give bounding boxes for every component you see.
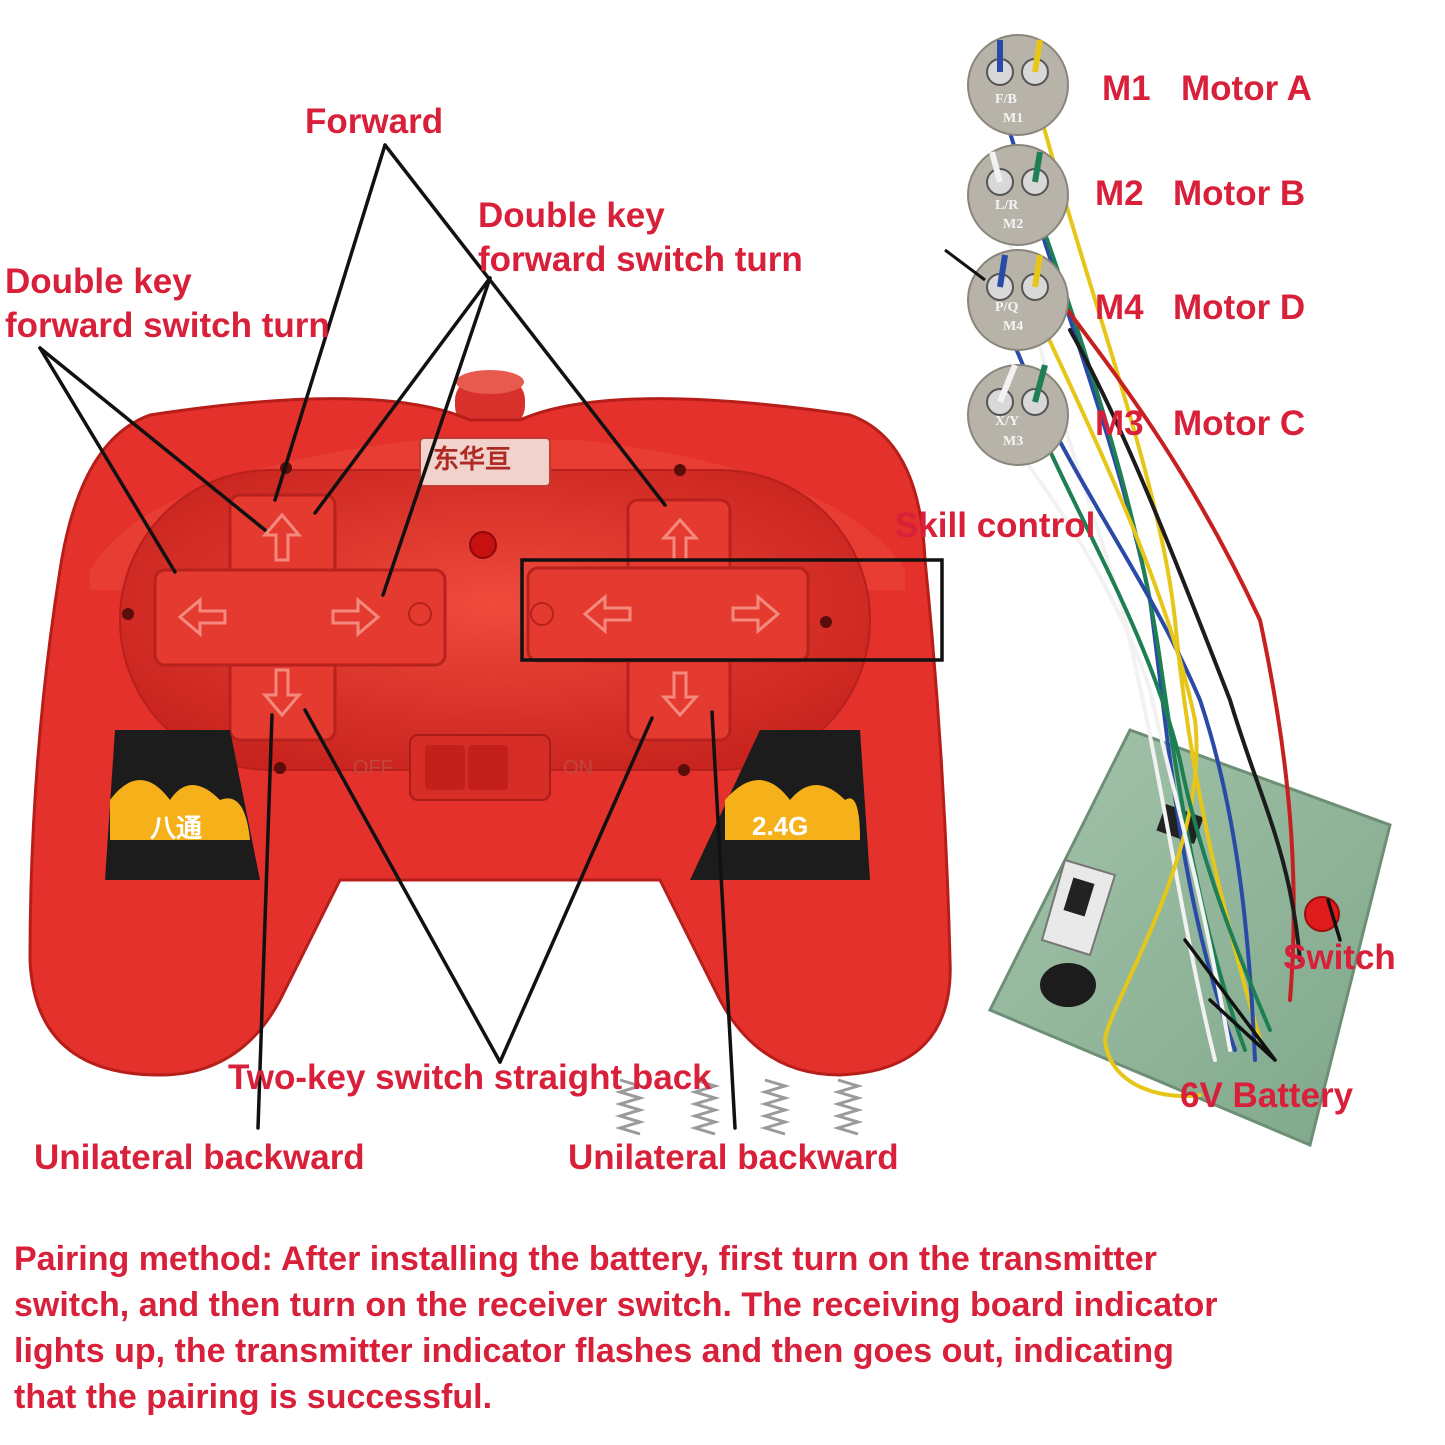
switch-on-label: ON (563, 757, 593, 779)
pad-m2-top: L/R (995, 198, 1019, 213)
battery-label: 6V Battery (1180, 1076, 1354, 1115)
capacitor (1040, 963, 1096, 1007)
motor-d-code: M4 (1095, 288, 1144, 327)
pairing-note-line: that the pairing is successful. (14, 1378, 493, 1416)
indicator-led (469, 531, 497, 559)
motor-pad-m4 (944, 248, 1069, 351)
pad-m3-bottom: M3 (1003, 434, 1024, 449)
pairing-note-line: Pairing method: After installing the bat… (14, 1240, 1157, 1278)
up-arrow-icon (261, 512, 303, 562)
double-key-left-line2: forward switch turn (5, 306, 330, 345)
brand-plate (419, 437, 551, 487)
skill-control-label: Skill control (895, 506, 1096, 545)
battery-springs (614, 1078, 864, 1136)
motor-pads (944, 34, 1069, 466)
forward-label: Forward (305, 102, 444, 141)
pad-m1-top: F/B (995, 92, 1017, 107)
motor-c-code: M3 (1095, 404, 1144, 443)
down-arrow-icon (660, 671, 700, 718)
pairing-note-line: switch, and then turn on the receiver sw… (14, 1286, 1218, 1324)
double-key-right-line1: Double key (478, 196, 665, 235)
pad-m2-bottom: M2 (1003, 217, 1024, 232)
two-key-back-label: Two-key switch straight back (228, 1058, 712, 1097)
pad-m4-bottom: M4 (1003, 319, 1024, 334)
motor-b-name: Motor B (1173, 174, 1306, 213)
right-arrow-icon (331, 596, 381, 638)
right-arrow-icon (731, 593, 781, 635)
controller (28, 370, 952, 1136)
unilateral-backward-right-label: Unilateral backward (568, 1138, 899, 1177)
brand-mark: 东华亘 (433, 445, 512, 475)
down-arrow-icon (261, 668, 303, 718)
pairing-note: Pairing method: After installing the bat… (14, 1236, 1434, 1420)
motor-a-name: Motor A (1181, 69, 1312, 108)
motor-pad-m1 (967, 34, 1069, 136)
left-arrow-icon (177, 596, 227, 638)
right-badge-text: 2.4G (752, 811, 809, 841)
pad-m1-bottom: M1 (1003, 111, 1024, 126)
left-dpad (153, 493, 447, 742)
motor-a-code: M1 (1102, 69, 1151, 108)
switch-off-label: OFF (353, 757, 393, 779)
motor-c-name: Motor C (1173, 404, 1306, 443)
switch-label: Switch (1283, 938, 1396, 977)
skill-control-box (520, 558, 944, 662)
motor-d-name: Motor D (1173, 288, 1306, 327)
motor-pad-m3 (967, 363, 1069, 466)
double-key-right-line2: forward switch turn (478, 240, 803, 279)
pairing-note-line: lights up, the transmitter indicator fla… (14, 1332, 1174, 1370)
callout-lines (38, 143, 1342, 1130)
pad-m3-top: X/Y (995, 414, 1020, 429)
unilateral-backward-left-label: Unilateral backward (34, 1138, 365, 1177)
left-badge-text: 八通 (150, 814, 203, 844)
motor-pad-m2 (967, 144, 1069, 246)
motor-b-code: M2 (1095, 174, 1144, 213)
left-arrow-icon (582, 593, 632, 635)
pad-m4-top: P/Q (995, 300, 1019, 315)
double-key-left-line1: Double key (5, 262, 192, 301)
